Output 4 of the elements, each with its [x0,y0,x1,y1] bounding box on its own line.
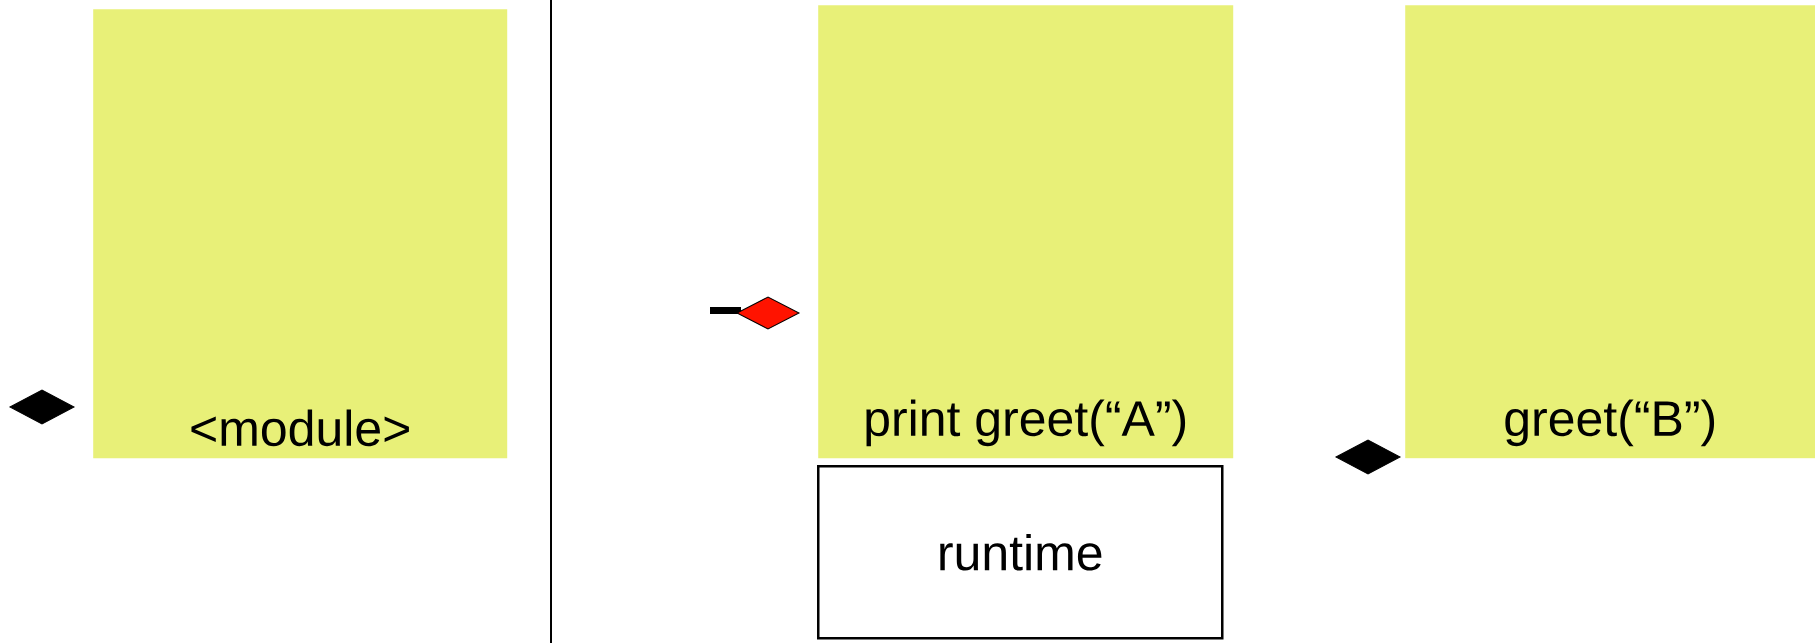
frame-box: greet(“B”) [1405,5,1815,459]
frame-box: <module> [93,9,508,459]
frame-box: print greet(“A”) [818,5,1234,459]
runtime-box: runtime [817,465,1224,640]
